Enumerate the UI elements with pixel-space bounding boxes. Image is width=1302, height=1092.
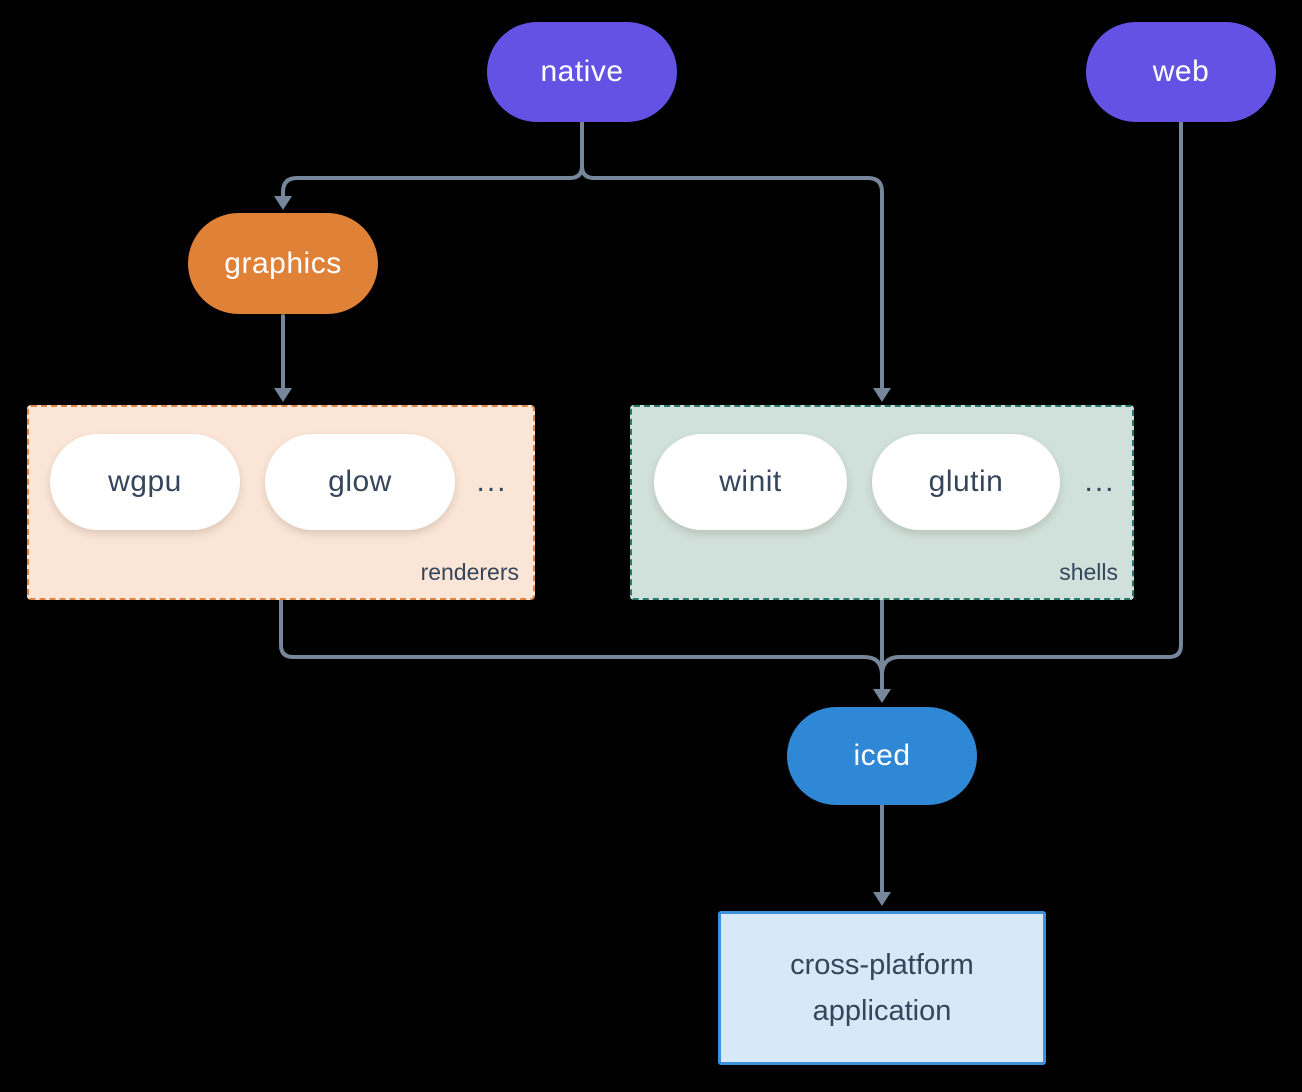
node-iced-label: iced (853, 739, 911, 772)
shells-ellipsis: ... (1084, 465, 1116, 498)
node-graphics-label: graphics (224, 246, 342, 280)
node-winit-label: winit (719, 465, 782, 498)
edge-native-to-shells (580, 120, 884, 390)
arrowhead-into-graphics (274, 196, 292, 210)
node-web-label: web (1152, 55, 1210, 88)
arrowhead-into-app (873, 892, 891, 906)
group-shells: winit glutin ... shells (630, 405, 1134, 600)
node-application-line2: application (812, 995, 952, 1027)
edge-native-to-graphics (281, 120, 584, 198)
node-glutin-label: glutin (928, 465, 1004, 498)
node-graphics: graphics (188, 213, 378, 314)
arrowhead-into-iced (873, 689, 891, 703)
group-shells-label: shells (1059, 559, 1118, 585)
group-renderers: wgpu glow ... renderers (27, 405, 535, 600)
node-iced: iced (787, 707, 977, 805)
node-web: web (1086, 22, 1276, 122)
renderers-ellipsis: ... (476, 465, 508, 498)
node-native-label: native (540, 55, 624, 88)
node-glow: glow (265, 434, 455, 530)
node-wgpu: wgpu (50, 434, 240, 530)
node-glow-label: glow (328, 465, 392, 498)
node-native: native (487, 22, 677, 122)
node-application: cross-platform application (718, 911, 1046, 1065)
node-glutin: glutin (872, 434, 1060, 530)
arrowhead-into-renderers (274, 388, 292, 402)
node-winit: winit (654, 434, 847, 530)
node-application-line1: cross-platform (790, 949, 974, 981)
edge-renderers-to-merge (279, 598, 884, 677)
arrowhead-into-shells (873, 388, 891, 402)
group-renderers-label: renderers (420, 559, 519, 585)
node-wgpu-label: wgpu (108, 465, 182, 498)
